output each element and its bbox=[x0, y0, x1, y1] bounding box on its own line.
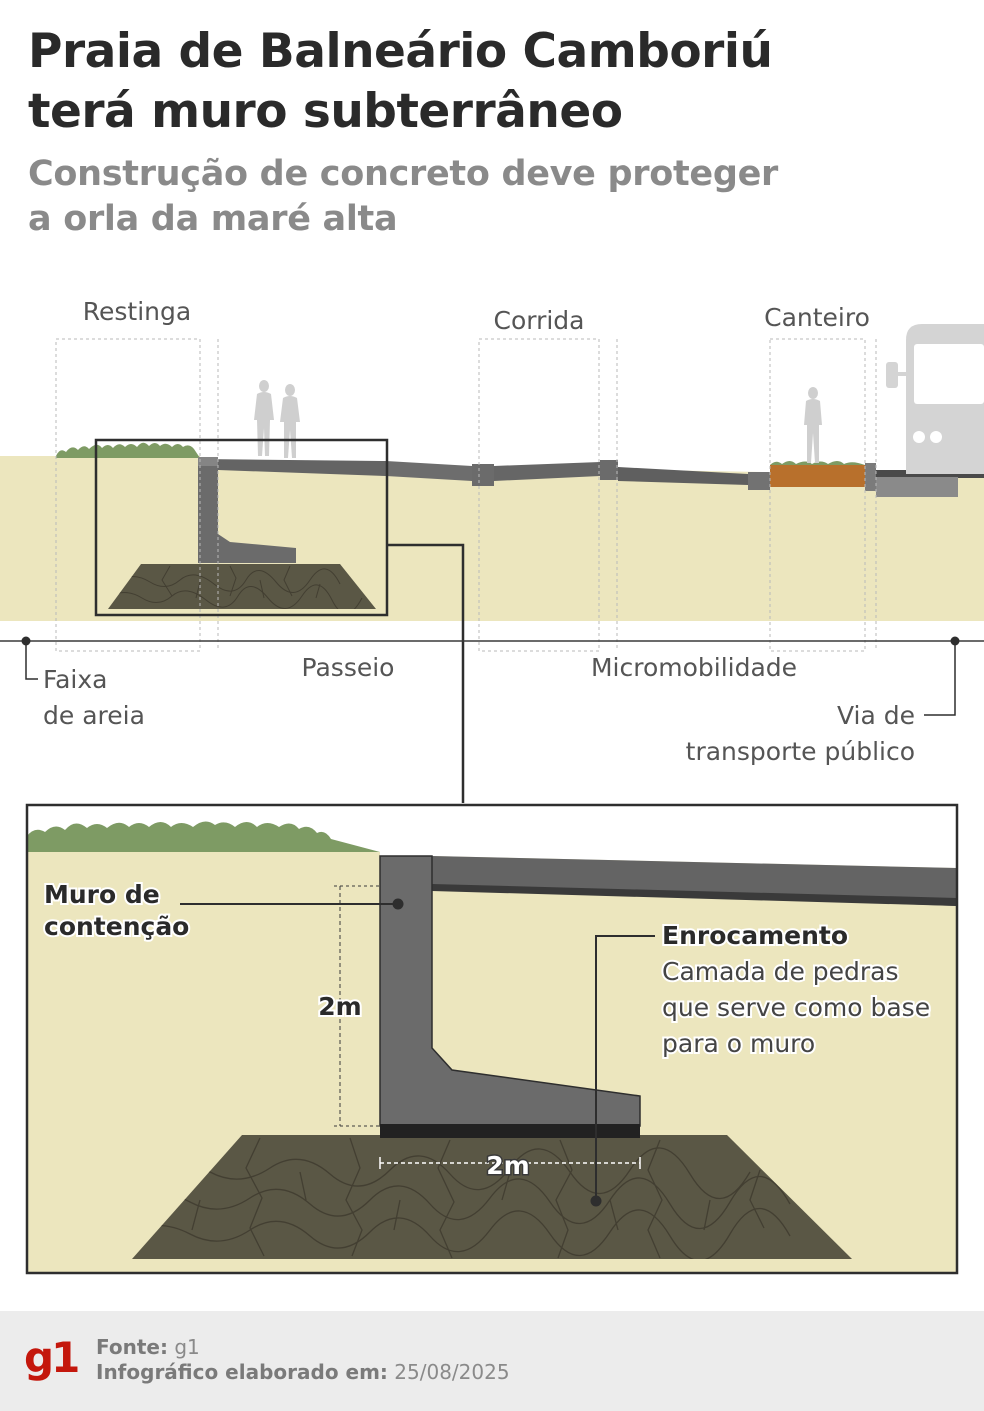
cross-section-diagram: Restinga Corrida Canteiro Faixa de areia… bbox=[0, 297, 984, 1275]
label-enrocamento-line-1: Camada de pedras bbox=[662, 957, 899, 986]
label-faixa-line-2: de areia bbox=[43, 701, 145, 730]
detail-pavement bbox=[432, 856, 957, 906]
label-width: 2m bbox=[486, 1151, 529, 1180]
bus-icon bbox=[886, 324, 984, 474]
muro-leader bbox=[180, 898, 404, 910]
label-enrocamento-line-2: que serve como base bbox=[662, 993, 930, 1022]
label-passeio: Passeio bbox=[302, 653, 395, 682]
credits: Fonte: g1 Infográfico elaborado em: 25/0… bbox=[96, 1335, 510, 1385]
headline-line-1: Praia de Balneário Camboriú bbox=[28, 24, 773, 79]
label-via-line-2: transporte público bbox=[686, 737, 915, 766]
detail-enrocamento bbox=[132, 1135, 852, 1259]
headline: Praia de Balneário Camboriú terá muro su… bbox=[28, 22, 773, 142]
label-enrocamento-line-3: para o muro bbox=[662, 1029, 815, 1058]
width-dimension bbox=[379, 1157, 641, 1169]
detail-frame bbox=[25, 803, 959, 1275]
detail-vegetation bbox=[27, 821, 380, 852]
restinga-vegetation bbox=[56, 442, 200, 458]
label-restinga: Restinga bbox=[83, 297, 191, 326]
date-label: Infográfico elaborado em: bbox=[96, 1360, 388, 1384]
label-corrida: Corrida bbox=[493, 306, 584, 335]
label-via-line-1: Via de bbox=[837, 701, 915, 730]
credit-source: Fonte: g1 bbox=[96, 1335, 510, 1360]
label-faixa-line-1: Faixa bbox=[43, 665, 107, 694]
subheadline-line-1: Construção de concreto deve proteger bbox=[28, 154, 778, 194]
footer: g1 Fonte: g1 Infográfico elaborado em: 2… bbox=[0, 1311, 984, 1411]
subheadline: Construção de concreto deve proteger a o… bbox=[28, 152, 778, 242]
canteiro-planter bbox=[770, 461, 876, 491]
zone-guides bbox=[55, 338, 877, 652]
source-value: g1 bbox=[174, 1335, 200, 1359]
zoom-connector bbox=[387, 543, 465, 803]
source-label: Fonte: bbox=[96, 1335, 168, 1359]
label-height: 2m bbox=[318, 992, 361, 1021]
overview-wall-cap bbox=[198, 457, 218, 466]
label-enrocamento-title: Enrocamento bbox=[662, 921, 848, 950]
date-value: 25/08/2025 bbox=[394, 1360, 510, 1384]
subheadline-line-2: a orla da maré alta bbox=[28, 199, 398, 239]
credit-date: Infográfico elaborado em: 25/08/2025 bbox=[96, 1360, 510, 1385]
zoom-box bbox=[94, 438, 389, 617]
pedestrian-figures bbox=[254, 380, 300, 458]
label-canteiro: Canteiro bbox=[764, 303, 870, 332]
overview-section: Restinga Corrida Canteiro Faixa de areia… bbox=[0, 297, 984, 803]
height-dimension bbox=[334, 885, 380, 1127]
canteiro-figure bbox=[804, 387, 822, 463]
enrocamento-leader bbox=[590, 935, 655, 1207]
overview-baseline bbox=[0, 636, 984, 716]
headline-line-2: terá muro subterrâneo bbox=[28, 84, 623, 139]
detail-section: Muro de contenção 2m 2m Enrocamento Cama… bbox=[25, 803, 959, 1275]
label-muro-line-1: Muro de bbox=[44, 880, 160, 909]
label-muro-line-2: contenção bbox=[44, 912, 189, 941]
wall-base-plate bbox=[380, 1124, 640, 1138]
label-micromobilidade: Micromobilidade bbox=[591, 653, 797, 682]
overview-enrocamento bbox=[108, 564, 376, 609]
g1-logo: g1 bbox=[24, 1333, 80, 1382]
